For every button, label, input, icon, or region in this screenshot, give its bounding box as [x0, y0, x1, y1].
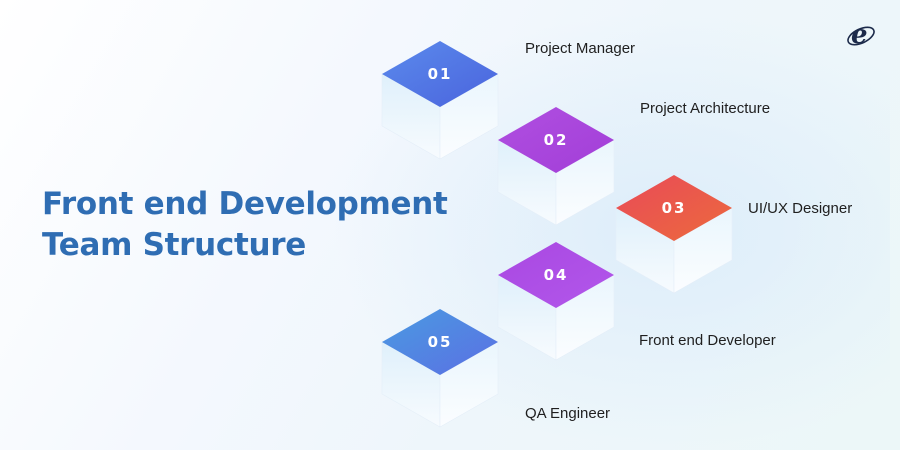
logo-ring-icon	[847, 26, 875, 46]
cube-05: 05	[381, 309, 499, 428]
cube-number-02: 02	[544, 131, 569, 149]
cube-top-face	[498, 107, 614, 173]
step-label-02: Project Architecture	[640, 100, 771, 117]
cube-number-01: 01	[428, 65, 453, 83]
page-title-line-1: Front end Development	[42, 186, 448, 222]
logo-letter: e	[851, 20, 868, 50]
cube-02: 02	[497, 107, 615, 226]
cube-top-face	[498, 242, 614, 308]
e-ring-logo-icon: e	[843, 16, 879, 56]
cube-number-05: 05	[428, 333, 453, 351]
step-label-05: QA Engineer	[525, 405, 611, 422]
cube-01: 01	[381, 41, 499, 160]
step-label-03: UI/UX Designer	[748, 200, 853, 217]
cube-top-face	[382, 309, 498, 375]
cube-right-face	[439, 73, 499, 160]
cube-top-face	[382, 41, 498, 107]
cube-right-face	[439, 341, 499, 428]
cube-03: 03	[615, 175, 733, 294]
page-title: Front end Development Team Structure	[42, 184, 448, 266]
cube-04: 04	[497, 242, 615, 361]
page-title-line-2: Team Structure	[42, 227, 306, 263]
step-label-04: Front end Developer	[639, 332, 776, 349]
cube-top-face	[616, 175, 732, 241]
cube-number-03: 03	[662, 199, 687, 217]
cube-number-04: 04	[544, 266, 569, 284]
step-label-01: Project Manager	[525, 40, 636, 57]
